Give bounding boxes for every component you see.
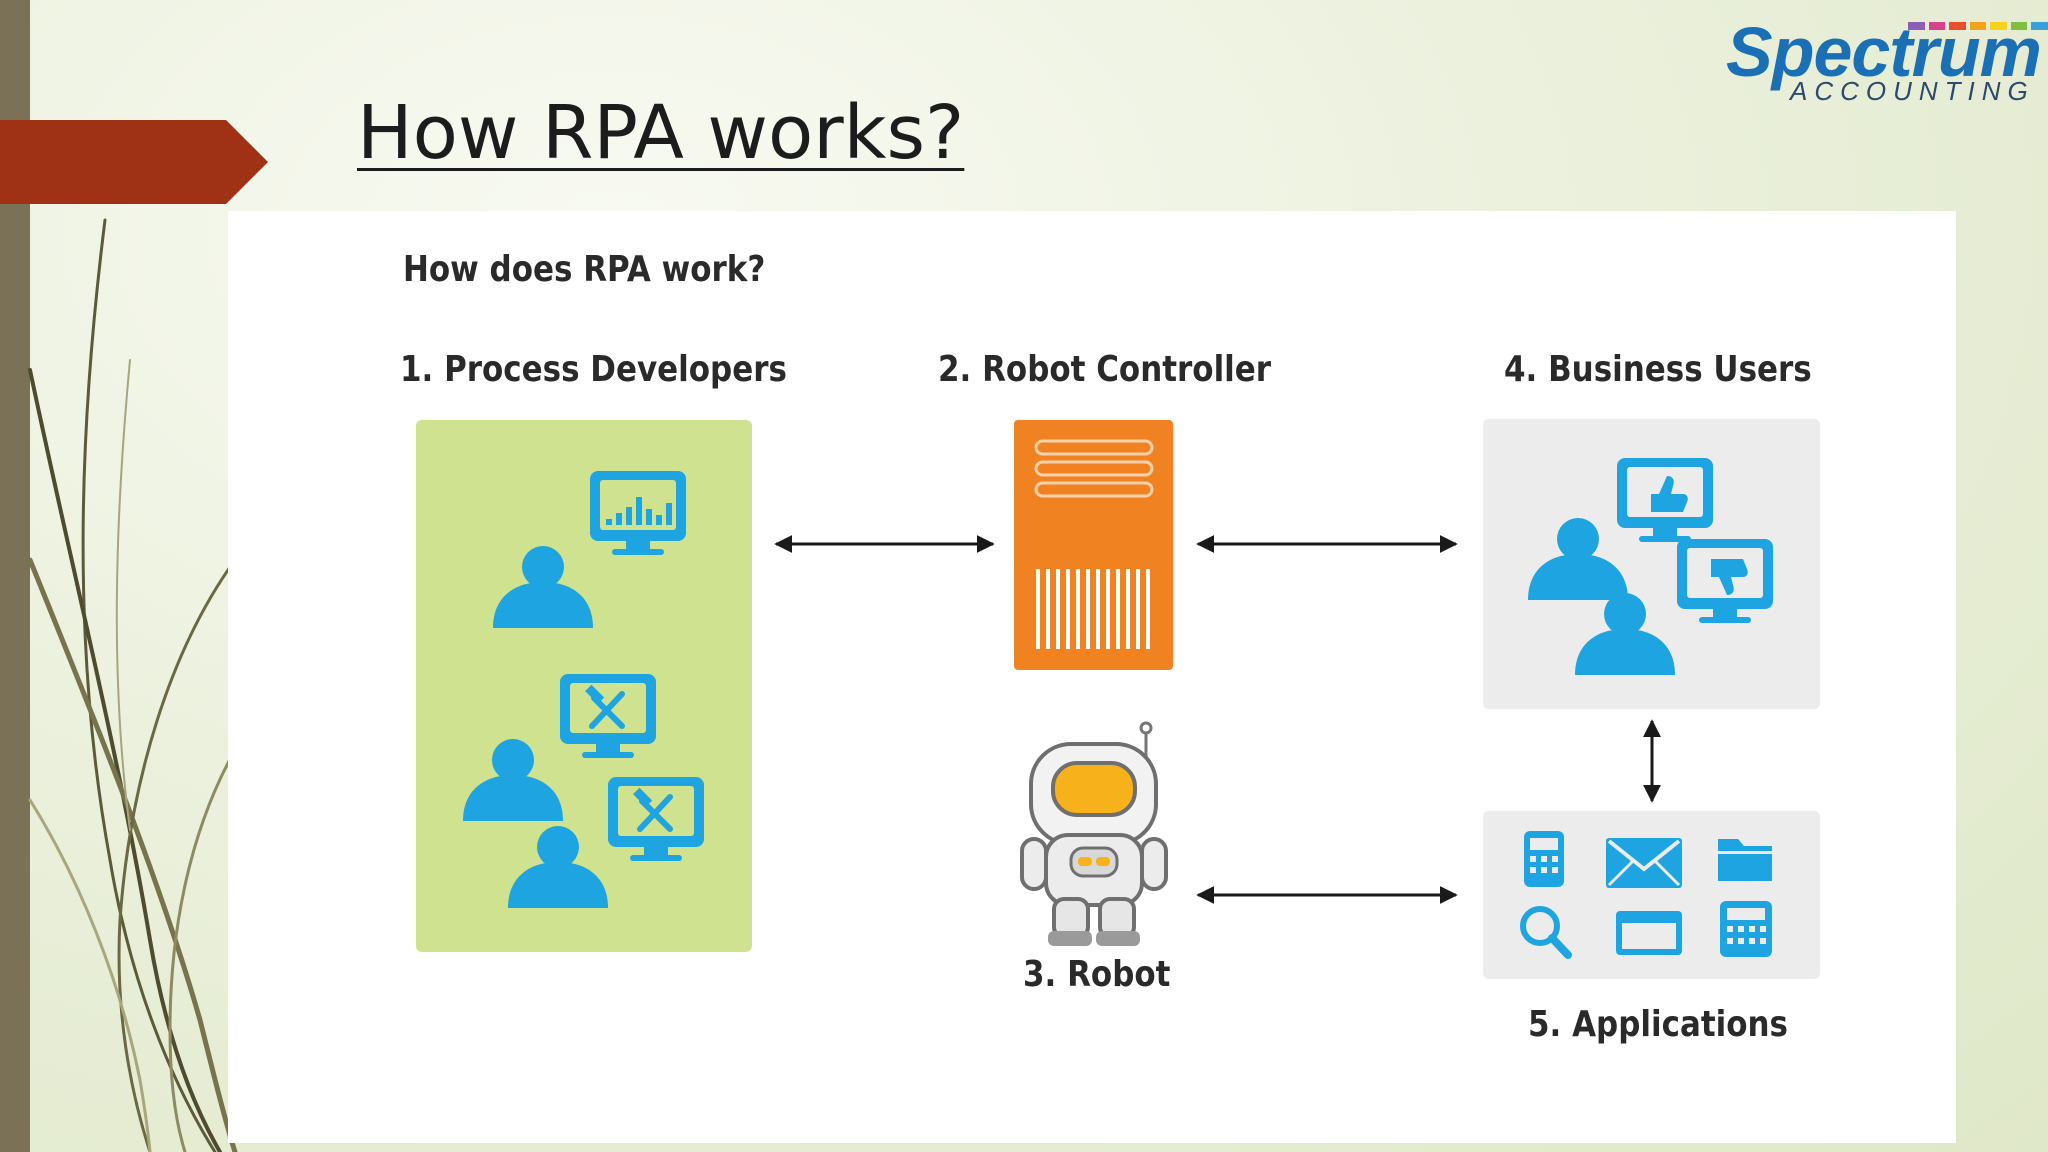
- mail-icon: [1606, 838, 1682, 888]
- slide-title: How RPA works?: [357, 90, 965, 176]
- monitor-chart-icon: [590, 471, 686, 555]
- node-label-business-users: 4. Business Users: [1504, 349, 1812, 390]
- logo-stripe: [1908, 22, 1925, 30]
- logo-stripe: [1969, 22, 1987, 30]
- logo-tagline: ACCOUNTING: [1790, 76, 2035, 106]
- monitor-thumbs-down-icon: [1677, 539, 1773, 623]
- logo-stripe: [1990, 22, 2007, 30]
- logo-stripe: [2010, 22, 2028, 30]
- rpa-diagram: How does RPA work? 1. Process Developers…: [228, 211, 1956, 1143]
- node-label-robot-controller: 2. Robot Controller: [938, 349, 1272, 390]
- server-vents: [1036, 569, 1150, 649]
- spectrum-logo: Spectrum ACCOUNTING: [1712, 10, 2048, 110]
- developers-node: [416, 420, 752, 952]
- connectors: [774, 535, 1661, 904]
- logo-stripe: [1928, 22, 1946, 30]
- node-label-process-developers: 1. Process Developers: [400, 349, 787, 390]
- logo-wordmark: Spectrum: [1726, 13, 2042, 91]
- diagram-title: How does RPA work?: [403, 249, 766, 290]
- logo-stripe: [1949, 22, 1966, 30]
- diagram-canvas: [416, 419, 1820, 979]
- title-arrow-tab: [0, 120, 268, 204]
- business-users-node: [1483, 419, 1820, 709]
- calculator-icon: [1524, 831, 1564, 887]
- search-icon: [1520, 906, 1572, 959]
- business-users-panel: [1483, 419, 1820, 709]
- monitor-thumbs-up-icon: [1617, 458, 1713, 542]
- logo-stripe: [2031, 22, 2048, 30]
- folder-icon: [1718, 839, 1772, 881]
- node-label-applications: 5. Applications: [1528, 1004, 1788, 1045]
- robot-astronaut-icon: [1020, 721, 1168, 946]
- node-label-robot: 3. Robot: [1023, 954, 1171, 995]
- controller-node: [1014, 420, 1173, 670]
- logo-color-stripes: [1908, 22, 2048, 30]
- monitor-tools-icon: [560, 674, 656, 758]
- window-icon: [1616, 911, 1682, 955]
- grass-decoration: [27, 218, 238, 1152]
- applications-node: [1483, 811, 1820, 979]
- monitor-tools-icon: [608, 777, 704, 861]
- calculator-icon: [1720, 901, 1772, 957]
